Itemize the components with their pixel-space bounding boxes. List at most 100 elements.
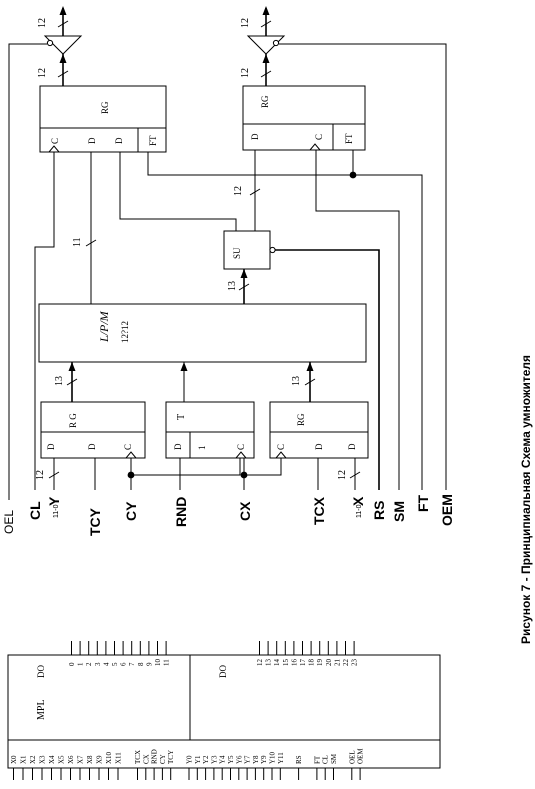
- register-title: R G: [68, 413, 78, 428]
- chip-pin-label: Y1: [194, 755, 202, 764]
- bus-tick: [304, 378, 316, 386]
- chip-pin-label: 8: [137, 662, 145, 666]
- trigger-title: T: [176, 414, 187, 420]
- pin-label-c: C: [276, 444, 286, 450]
- oem-wire: [279, 43, 447, 490]
- bus-tick: [349, 471, 361, 479]
- rs-wire: [275, 249, 380, 490]
- bus-width-label: 12: [240, 18, 251, 28]
- rx-to-mul-arrow: [306, 362, 314, 371]
- cl-wire: [34, 152, 55, 490]
- bus-tick: [249, 188, 261, 196]
- chip-pin-label: OEL: [348, 750, 356, 764]
- figure-caption: Рисунок 7 - Принципиальная Схема умножит…: [519, 355, 533, 644]
- register-title: RG: [100, 101, 110, 114]
- chip-pin-label: X9: [96, 755, 104, 764]
- pin-label-d: D: [46, 443, 56, 450]
- chip-pin-label: X6: [67, 755, 75, 764]
- pin-label-d: D: [347, 443, 357, 450]
- bus-width-label: 13: [227, 281, 238, 291]
- chip-pin-label: 17: [299, 659, 307, 667]
- buffer-left-out-arrow: [59, 6, 67, 15]
- chip-pin-label: SM: [330, 753, 338, 764]
- chip-pin-label: OEM: [357, 748, 365, 764]
- chip-pin-label: CL: [322, 755, 330, 764]
- signal-rs: RS: [371, 501, 387, 520]
- chip-pin-label: 12: [256, 659, 264, 667]
- chip-pin-label: X4: [48, 755, 56, 764]
- cx-clock-wire: [243, 458, 282, 476]
- chip-pin-label: 22: [342, 659, 350, 667]
- bus-width-label: 13: [291, 376, 302, 386]
- bus-tick: [66, 378, 78, 386]
- register-body: [242, 85, 366, 151]
- signal-cx: CX: [237, 501, 253, 521]
- ry-to-mul-arrow: [68, 362, 76, 371]
- chip-pin-label: X2: [29, 755, 37, 764]
- bus-width-label: 13: [54, 376, 65, 386]
- clock-marker: [275, 451, 287, 459]
- chip-pin-label: Y7: [244, 755, 252, 764]
- chip-pin-label: 23: [351, 659, 359, 667]
- output-register-right: RG D C FT: [242, 85, 366, 151]
- chip-pin-label: X1: [20, 755, 28, 764]
- chip-pin-label: TCX: [134, 750, 142, 764]
- chip-pin-label: FT: [313, 755, 321, 764]
- pin-label-d: D: [87, 443, 97, 450]
- clock-marker: [125, 451, 137, 459]
- wiring: 11 12 12: [8, 43, 447, 500]
- chip-pin-label: Y2: [202, 755, 210, 764]
- output-buffer-left: 12 12: [37, 6, 83, 86]
- chip-pin-label: 4: [102, 662, 110, 666]
- bus-width-label: 12: [35, 470, 46, 480]
- input-register-y: R G D D C 13: [40, 362, 146, 459]
- pin-label-d: D: [173, 443, 183, 450]
- trigger-to-mul-arrow: [180, 362, 188, 371]
- chip-pin-label: RND: [151, 749, 159, 764]
- chip-pin-label: Y8: [252, 755, 260, 764]
- input-register-x: RG C D D 13: [269, 362, 369, 459]
- summator-block: SU 12: [223, 150, 276, 270]
- chip-pin-label: Y11: [277, 752, 285, 764]
- pin-label-c: C: [314, 134, 324, 140]
- chip-pin-label: Y6: [235, 755, 243, 764]
- bus-width-label: 12: [37, 68, 48, 78]
- chip-pin-label: X0: [10, 755, 18, 764]
- pin-label-ft: FT: [344, 133, 354, 144]
- pin-label-d: D: [114, 137, 124, 144]
- chip-do-label-b: DO: [218, 665, 228, 678]
- chip-pin-label: 19: [316, 659, 324, 667]
- chip-pin-label: 16: [290, 659, 298, 667]
- pin-label-c: C: [236, 444, 246, 450]
- signal-labels: OEL CL Y 11-0 TCY CY RND CX TCX X 11-0 R…: [2, 494, 455, 536]
- bus-tick: [48, 471, 60, 479]
- signal-sm: SM: [391, 501, 407, 522]
- chip-pin-label: 7: [128, 662, 136, 666]
- bus-width-label: 12: [240, 68, 251, 78]
- mul-to-su-arrow: [240, 269, 248, 278]
- register-body: [39, 85, 167, 153]
- chip-pin-label: Y3: [210, 755, 218, 764]
- summator-title: SU: [232, 247, 242, 259]
- sm-wire: [315, 150, 400, 490]
- bus-tick: [260, 20, 272, 28]
- chip-do-label-a: DO: [36, 665, 46, 678]
- bus-width-label: 11: [72, 237, 83, 247]
- signal-y-sub: 11-0: [53, 504, 60, 518]
- signal-x-sub: 11-0: [356, 504, 363, 518]
- buffer-right-out-arrow: [262, 6, 270, 15]
- chip-pin-label: Y5: [227, 755, 235, 764]
- chip-pin-label: 11: [163, 659, 171, 666]
- clock-marker: [48, 145, 60, 153]
- chip-pin-label: X7: [77, 755, 85, 764]
- chip-pin-label: 20: [325, 659, 333, 667]
- signal-rnd: RND: [173, 497, 189, 527]
- chip-pin-label: X10: [105, 751, 113, 764]
- bus-tick: [238, 283, 250, 291]
- chip-pin-label: 10: [154, 659, 162, 667]
- chip-pin-label: Y0: [186, 755, 194, 764]
- bus-tick: [57, 20, 69, 28]
- buffer-left-in-arrow: [59, 54, 67, 63]
